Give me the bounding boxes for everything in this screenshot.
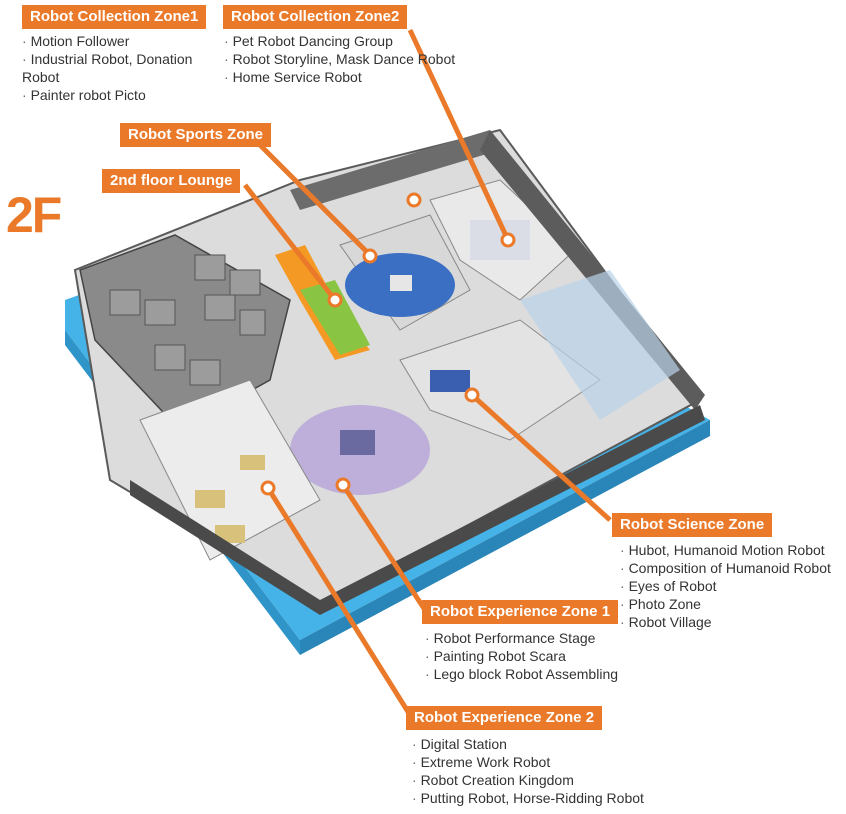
zone-title-experience1: Robot Experience Zone 1 xyxy=(422,600,619,624)
list-item: Composition of Humanoid Robot xyxy=(620,559,831,577)
zone-title-experience2: Robot Experience Zone 2 xyxy=(406,706,603,730)
back-wall xyxy=(290,130,500,210)
lounge-floor-green xyxy=(300,280,370,355)
leader-experience2 xyxy=(265,486,413,717)
list-item: Eyes of Robot xyxy=(620,577,831,595)
marker-science xyxy=(464,387,480,403)
zone-title-lounge: 2nd floor Lounge xyxy=(102,169,241,193)
zone-title-collection2: Robot Collection Zone2 xyxy=(223,5,408,29)
zone-title-collection1: Robot Collection Zone1 xyxy=(22,5,207,29)
list-item: Robot Performance Stage xyxy=(425,629,618,647)
marker-collection2 xyxy=(500,232,516,248)
zone-list-experience2: Digital Station Extreme Work Robot Robot… xyxy=(412,735,644,807)
list-item: Painting Robot Scara xyxy=(425,647,618,665)
performance-stage xyxy=(340,430,375,455)
marker-experience2 xyxy=(260,480,276,496)
leader-sports xyxy=(253,138,372,257)
leader-lounge xyxy=(243,183,337,302)
list-item: Pet Robot Dancing Group xyxy=(224,32,455,50)
experience2-floor xyxy=(139,379,321,561)
leader-experience1 xyxy=(340,483,428,612)
zone-markers xyxy=(260,192,516,496)
list-item: Extreme Work Robot xyxy=(412,753,644,771)
list-item: Digital Station xyxy=(412,735,644,753)
marker-lounge xyxy=(327,292,343,308)
glass-atrium xyxy=(520,270,680,420)
science-exhibit xyxy=(430,370,470,392)
zone-list-collection1: Motion Follower Industrial Robot, Donati… xyxy=(22,32,207,104)
list-item: Putting Robot, Horse-Ridding Robot xyxy=(412,789,644,807)
list-item: Motion Follower xyxy=(22,32,207,50)
floor-base-front xyxy=(300,420,710,655)
floor-label: 2F xyxy=(6,187,62,243)
list-item: Robot Village xyxy=(620,613,831,631)
zone-list-collection2: Pet Robot Dancing Group Robot Storyline,… xyxy=(224,32,456,86)
list-item: Robot Storyline, Mask Dance Robot xyxy=(224,50,456,68)
leader-science xyxy=(470,393,612,522)
list-item: Painter robot Picto xyxy=(22,86,207,104)
list-item: Home Service Robot xyxy=(224,68,455,86)
list-item: Photo Zone xyxy=(620,595,831,613)
marker-collection1 xyxy=(406,192,422,208)
zone-list-experience1: Robot Performance Stage Painting Robot S… xyxy=(425,629,618,683)
list-item: Robot Creation Kingdom xyxy=(412,771,644,789)
marker-experience1 xyxy=(335,477,351,493)
zone-list-science: Hubot, Humanoid Motion Robot Composition… xyxy=(620,541,831,631)
list-item: Industrial Robot, Donation Robot xyxy=(22,50,207,86)
room-cells xyxy=(109,254,266,386)
science-zone-floor xyxy=(399,319,601,441)
zone-title-science: Robot Science Zone xyxy=(612,513,773,537)
list-item: Hubot, Humanoid Motion Robot xyxy=(620,541,831,559)
list-item: Lego block Robot Assembling xyxy=(425,665,618,683)
zone-title-sports: Robot Sports Zone xyxy=(120,123,271,147)
arena-table xyxy=(390,275,412,291)
marker-sports xyxy=(362,248,378,264)
